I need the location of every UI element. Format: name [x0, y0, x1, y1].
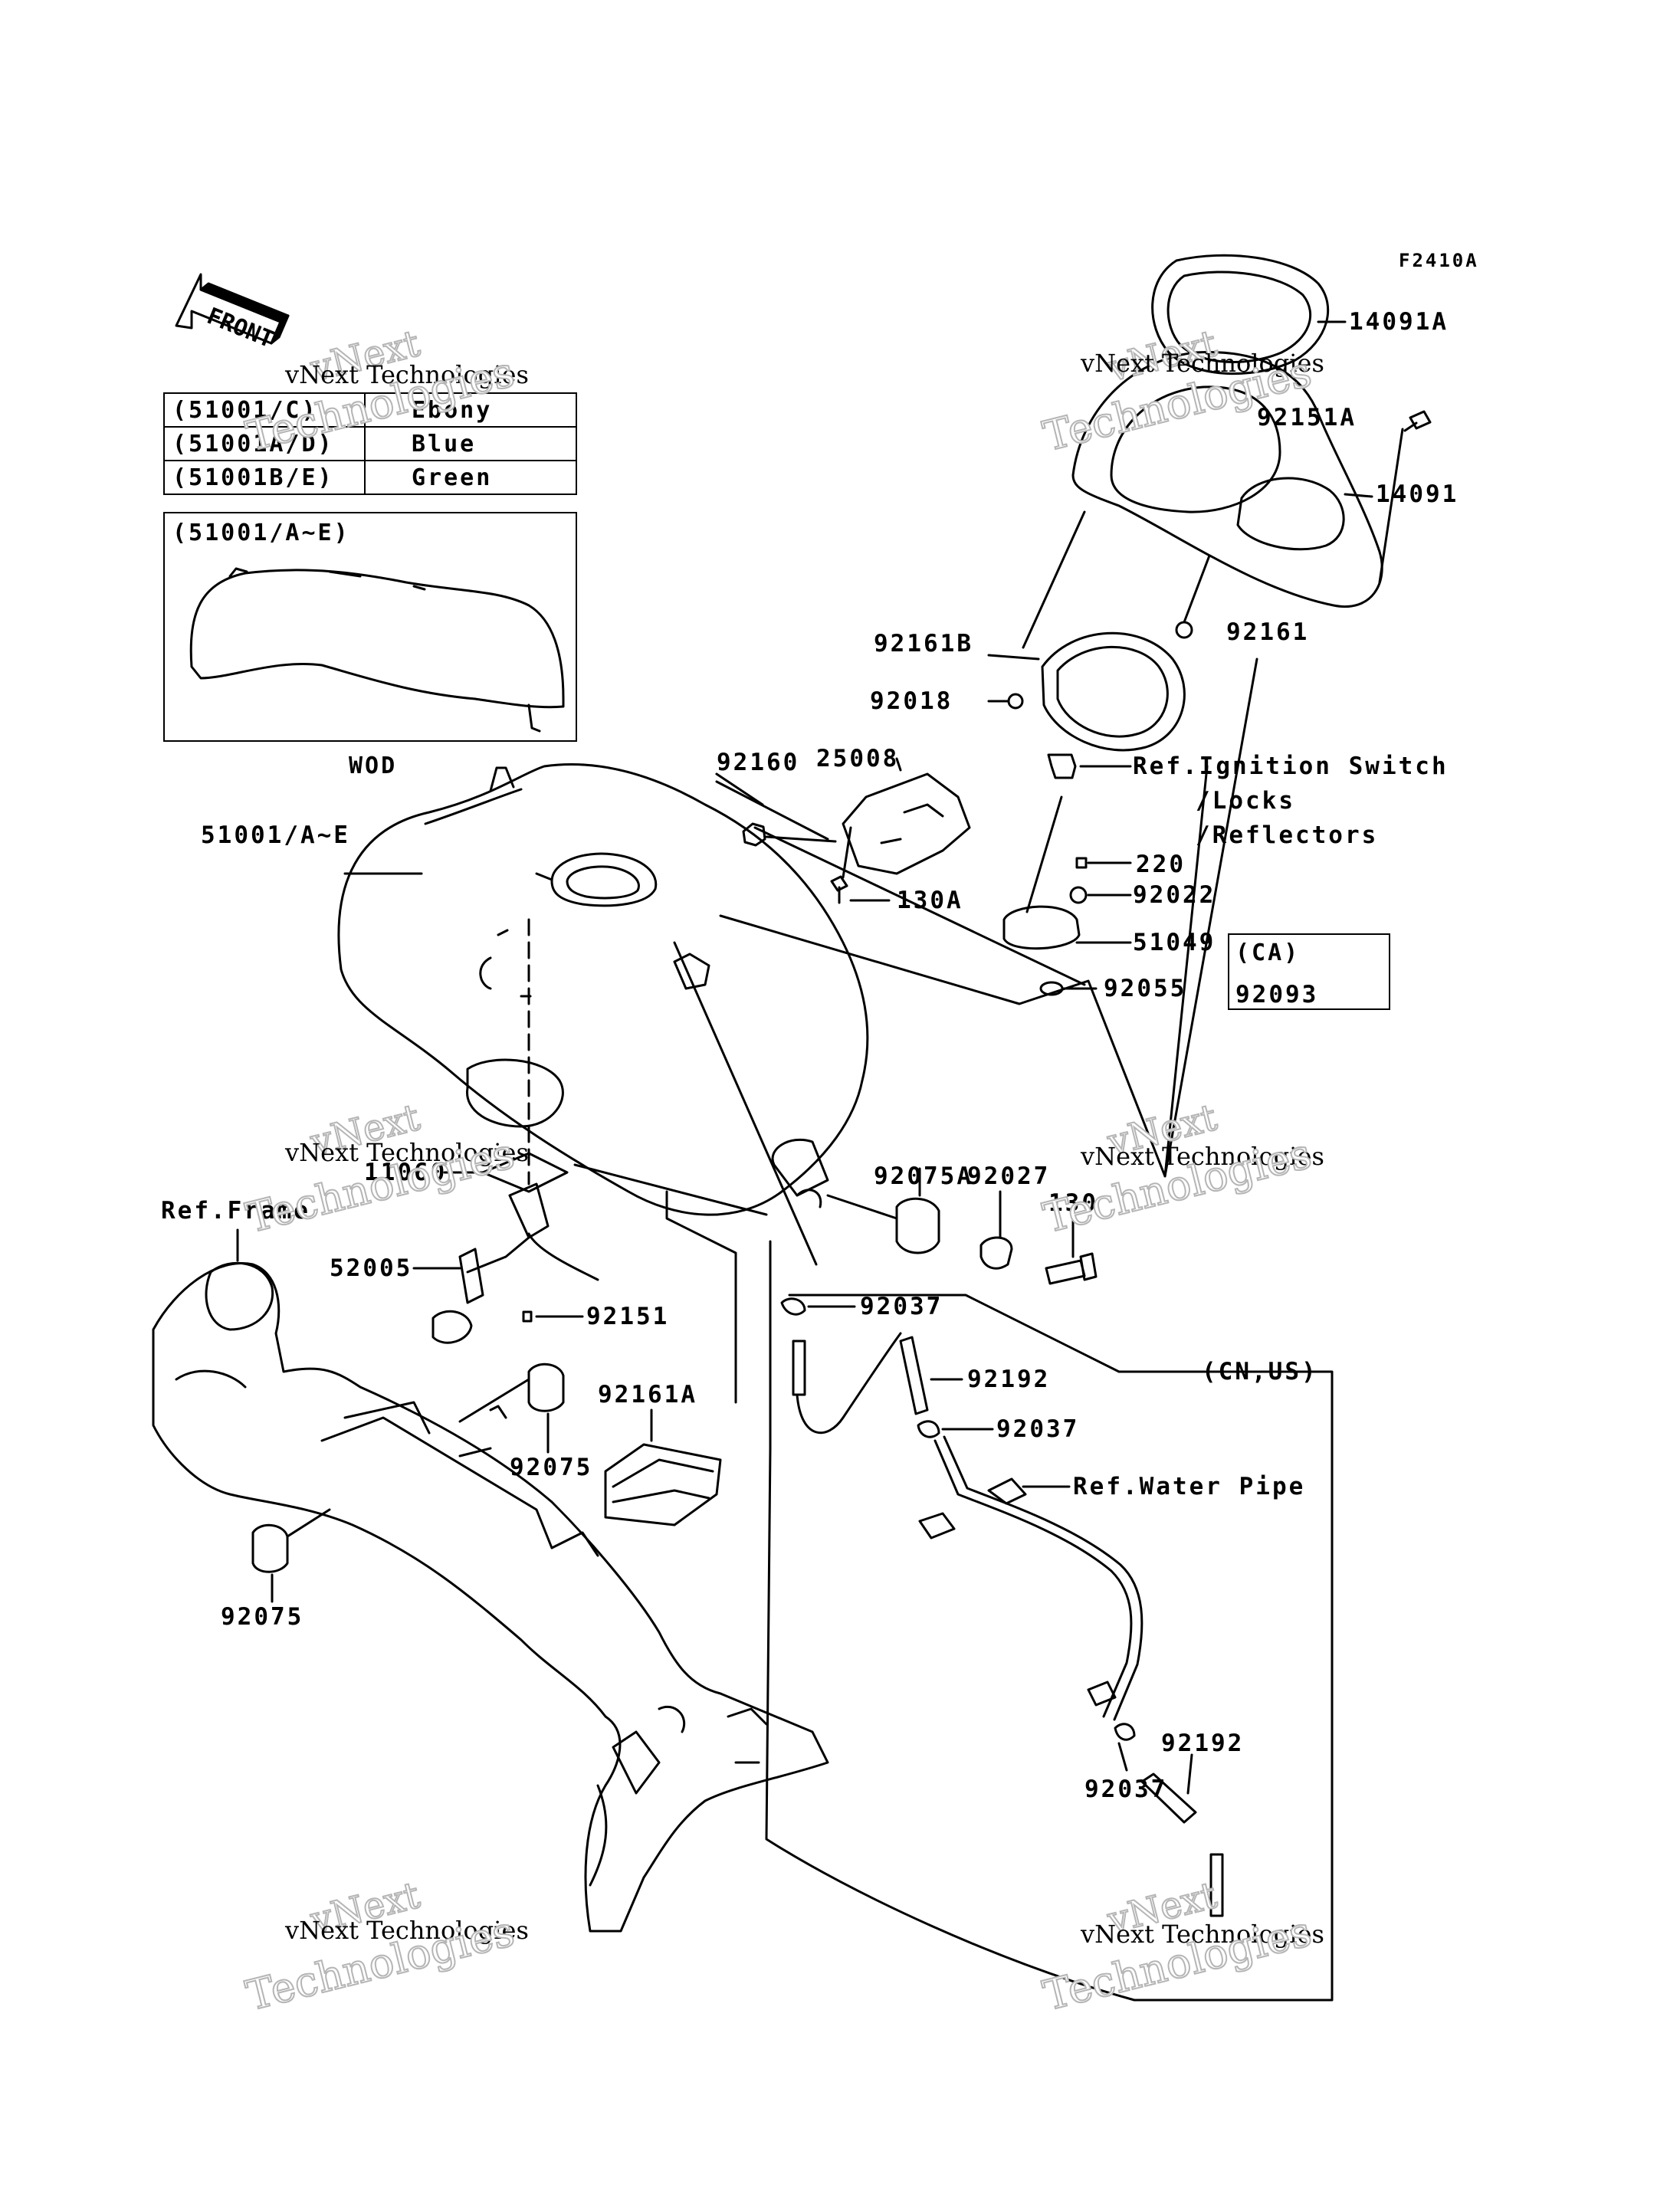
- damper-92161A: [604, 1443, 722, 1526]
- fuel-cap-51049-icon: [1002, 905, 1081, 950]
- tank-box-label: (51001/A~E): [172, 520, 350, 546]
- frame: [152, 1261, 829, 1933]
- color-table: (51001/C) Ebony (51001A/D) Blue (51001B/…: [163, 392, 577, 495]
- color-row: (51001B/E) Green: [163, 460, 577, 495]
- ca-box-label: (CA): [1235, 939, 1301, 966]
- washer-92022-icon: [1069, 886, 1088, 904]
- bracket-25008: [842, 772, 971, 875]
- color-code: (51001/C): [163, 392, 366, 428]
- pump-gasket-icon: [466, 1058, 564, 1128]
- hose-92192b-icon: [1140, 1772, 1197, 1824]
- figure-code: F2410A: [1399, 250, 1479, 271]
- grommet-92075b-icon: [251, 1523, 289, 1573]
- label-92075-b: 92075: [221, 1603, 304, 1631]
- label-25008: 25008: [816, 745, 899, 772]
- label-92018: 92018: [870, 687, 953, 715]
- label-92075-a: 92075: [510, 1454, 592, 1481]
- clamp-92037c-icon: [1114, 1723, 1136, 1741]
- grommet-92075A-icon: [895, 1197, 940, 1254]
- color-name: Ebony: [364, 392, 577, 428]
- label-11060: 11060: [364, 1159, 447, 1186]
- color-code: (51001B/E): [163, 460, 366, 495]
- label-92161B: 92161B: [874, 630, 973, 657]
- tank-box-caption: WOD: [349, 753, 398, 779]
- ignition-cap-icon: [1047, 753, 1077, 779]
- bolt-130-icon: [1045, 1252, 1098, 1285]
- pump-flange-icon: [481, 1152, 569, 1193]
- color-name: Blue: [364, 426, 577, 461]
- label-ref-locks: /Locks: [1196, 787, 1295, 815]
- label-51001: 51001/A~E: [201, 821, 350, 849]
- label-ref-reflectors: /Reflectors: [1196, 821, 1378, 849]
- grommet-92075a-icon: [527, 1362, 565, 1412]
- label-92161A: 92161A: [598, 1381, 697, 1408]
- label-92037-a: 92037: [860, 1293, 943, 1320]
- label-ref-frame: Ref.Frame: [161, 1197, 310, 1225]
- bolt-130A-icon: [830, 875, 848, 904]
- label-14091: 14091: [1376, 480, 1459, 508]
- color-code: (51001A/D): [163, 426, 366, 461]
- label-220: 220: [1136, 851, 1186, 878]
- clamp-92037-icon: [780, 1297, 806, 1316]
- label-ref-ignition: Ref.Ignition Switch: [1133, 753, 1449, 780]
- label-92192-b: 92192: [1161, 1730, 1244, 1757]
- ring-92161B: [1041, 631, 1186, 752]
- label-52005: 52005: [330, 1254, 412, 1282]
- label-92151A: 92151A: [1257, 404, 1357, 431]
- label-92055: 92055: [1104, 975, 1186, 1002]
- label-130A: 130A: [897, 887, 963, 914]
- label-51049: 51049: [1133, 929, 1216, 956]
- label-region: (CN,US): [1202, 1358, 1318, 1385]
- label-92075A: 92075A: [874, 1162, 973, 1190]
- ca-variant-box: [1228, 933, 1390, 1010]
- label-92160: 92160: [717, 749, 799, 776]
- washer-92018-icon: [1007, 693, 1024, 710]
- water-pipe: [918, 1435, 1144, 1721]
- collar-92027-icon: [979, 1236, 1013, 1270]
- label-92037-b: 92037: [996, 1415, 1079, 1443]
- front-arrow-icon: FRONT: [175, 273, 290, 353]
- label-92022: 92022: [1133, 881, 1216, 909]
- screw-92151-icon: [522, 1310, 533, 1323]
- tank-variant-box: [163, 512, 577, 742]
- label-92192-a: 92192: [967, 1366, 1050, 1393]
- label-ref-water-pipe: Ref.Water Pipe: [1073, 1473, 1305, 1500]
- nut-92161-icon: [1175, 621, 1193, 639]
- gasket-ring-14091A: [1151, 254, 1330, 375]
- label-92027: 92027: [967, 1162, 1050, 1190]
- color-row: (51001/C) Ebony: [163, 392, 577, 428]
- nut-92160-icon: [742, 822, 766, 847]
- clamp-92037b-icon: [917, 1420, 940, 1438]
- label-92037-c: 92037: [1084, 1776, 1167, 1803]
- label-92151: 92151: [586, 1303, 669, 1330]
- tank-silhouette: [189, 569, 565, 709]
- color-name: Green: [364, 460, 577, 495]
- hose-92192-icon: [792, 1332, 902, 1435]
- instrument-cover-14091: [1071, 351, 1383, 608]
- color-row: (51001A/D) Blue: [163, 426, 577, 461]
- fuel-pump-52005: [431, 1182, 599, 1344]
- screw-92151A-icon: [1403, 410, 1432, 432]
- screw-220-icon: [1075, 857, 1088, 869]
- label-14091A: 14091A: [1349, 308, 1449, 336]
- label-130: 130: [1048, 1189, 1098, 1217]
- label-92161: 92161: [1226, 618, 1309, 646]
- fuel-tank-51001: [337, 763, 869, 1216]
- label-92093: 92093: [1235, 981, 1318, 1008]
